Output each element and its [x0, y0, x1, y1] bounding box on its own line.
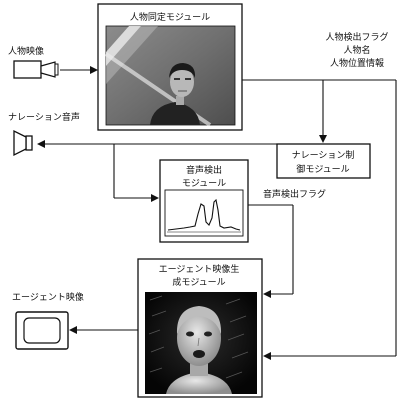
output-label-person-position: 人物位置情報: [330, 57, 384, 69]
output-label-person-name: 人物名: [343, 44, 370, 56]
monitor-icon: [15, 311, 69, 350]
agent-module-line1: エージェント映像生: [159, 263, 240, 275]
waveform-plot: [164, 189, 244, 237]
audio-detection-module-line2: モジュール: [182, 179, 226, 189]
speaker-icon: [13, 129, 33, 157]
person-photo: [104, 25, 236, 127]
agent-video-generation-module: エージェント映像生 成モジュール: [137, 258, 263, 398]
camera-icon: [13, 60, 59, 79]
person-id-outputs: 人物検出フラグ 人物名 人物位置情報: [325, 31, 388, 69]
output-label-detection-flag: 人物検出フラグ: [325, 31, 388, 43]
narration-module-line1: ナレーション制: [292, 149, 355, 161]
agent-video-label: エージェント映像: [12, 291, 84, 303]
narration-audio-label: ナレーション音声: [8, 111, 80, 123]
agent-render: [145, 292, 257, 394]
audio-detection-flag-label: 音声検出フラグ: [263, 188, 326, 200]
narration-module-line2: 御モジュール: [296, 163, 349, 175]
audio-detection-module: 音声検出 モジュール: [159, 159, 249, 243]
agent-module-line2: 成モジュール: [172, 276, 225, 288]
audio-detection-module-line1: 音声検出: [186, 164, 222, 176]
person-id-module: 人物同定モジュール: [97, 3, 243, 131]
person-id-module-label: 人物同定モジュール: [130, 11, 210, 23]
person-video-label: 人物映像: [8, 45, 44, 57]
narration-control-module: ナレーション制 御モジュール: [276, 143, 371, 179]
